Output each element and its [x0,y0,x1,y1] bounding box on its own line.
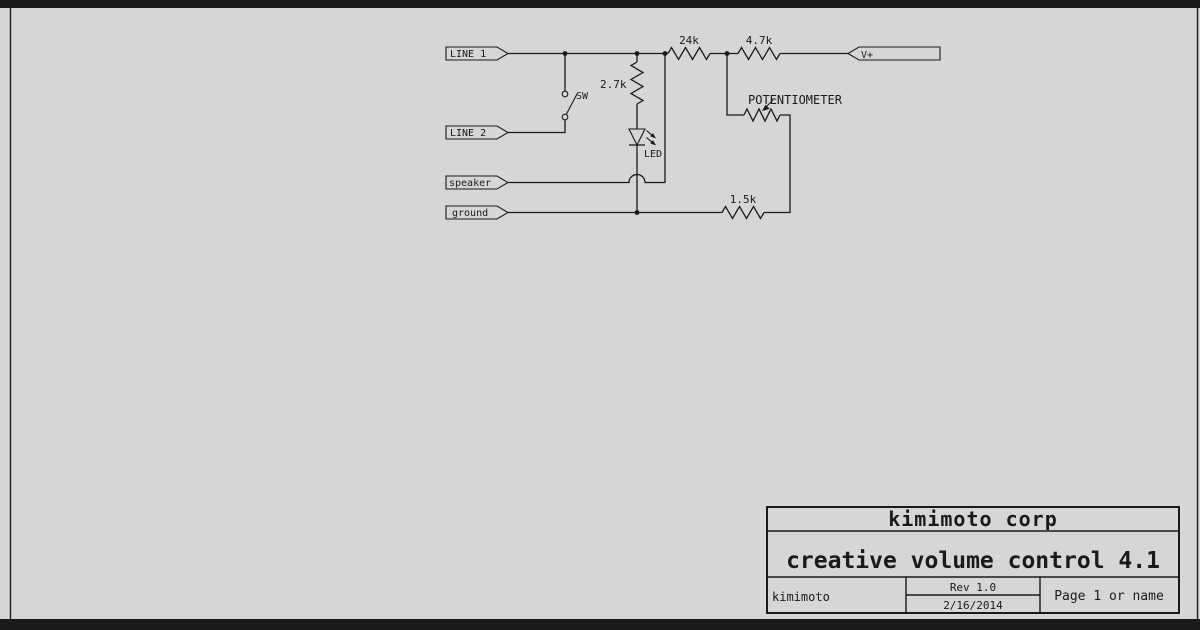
title-block-page: Page 1 or name [1054,589,1164,604]
title-block-author: kimimoto [772,590,830,604]
net-flag-ground: ground [445,205,510,220]
resistor-24k-label: 24k [679,34,699,47]
led-label: LED [644,149,662,160]
net-flag-vplus: V+ [846,46,941,61]
title-block: kimimoto corp creative volume control 4.… [766,506,1180,614]
junction-dots [562,51,730,215]
net-label-line1: LINE 1 [450,49,486,60]
wires [508,52,848,214]
resistor-2.7k-label: 2.7k [600,78,627,91]
resistor-1.5k: 1.5k [721,193,765,220]
resistor-2.7k: 2.7k [600,61,645,105]
potentiometer-label: POTENTIOMETER [748,93,843,107]
title-block-title: creative volume control 4.1 [786,548,1160,574]
led: LED [628,128,662,160]
title-block-date: 2/16/2014 [943,599,1003,612]
net-flag-line2: LINE 2 [445,125,510,140]
net-flag-speaker: speaker [445,175,510,190]
switch-sw: SW [561,90,589,121]
net-label-ground: ground [452,208,488,219]
net-flag-line1: LINE 1 [445,46,510,61]
net-label-line2: LINE 2 [450,128,486,139]
potentiometer: POTENTIOMETER [743,93,843,123]
resistor-24k: 24k [667,34,711,61]
net-label-speaker: speaker [449,178,491,189]
net-label-vplus: V+ [861,50,873,61]
title-block-company: kimimoto corp [888,507,1058,531]
resistor-4.7k: 4.7k [737,34,781,61]
resistor-1.5k-label: 1.5k [730,193,757,206]
resistor-4.7k-label: 4.7k [746,34,773,47]
title-block-revision: Rev 1.0 [950,581,996,594]
switch-label: SW [576,91,589,102]
